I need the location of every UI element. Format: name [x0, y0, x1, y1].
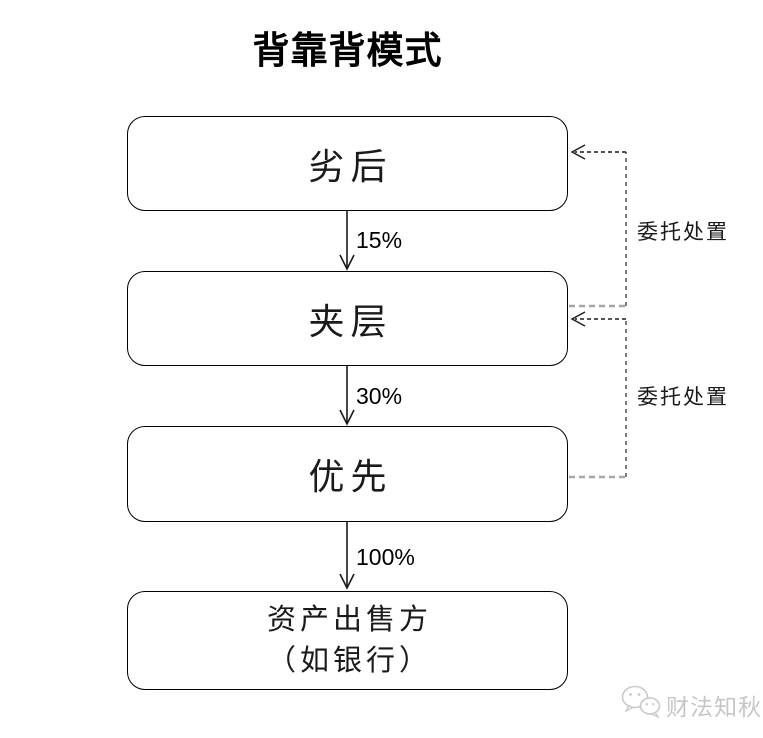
node-lie-hou: 劣后 [127, 116, 568, 211]
node-lie-hou-label: 劣后 [308, 146, 393, 187]
flow-arrow-2-label: 30% [356, 383, 403, 409]
flow-arrow-3-label: 100% [356, 544, 415, 570]
node-asset-seller-label-line1: 资产出售方 [266, 603, 432, 636]
entrust-connector-1-label: 委托处置 [637, 220, 729, 244]
wechat-icon [620, 684, 662, 725]
node-jia-ceng: 夹层 [127, 271, 568, 366]
watermark-text: 财法知秋 [666, 693, 762, 720]
flow-arrow-1 [339, 211, 355, 271]
node-jia-ceng-label: 夹层 [308, 301, 393, 342]
node-you-xian-label: 优先 [308, 457, 393, 497]
flow-arrow-2 [339, 366, 355, 426]
entrust-connector-2 [569, 311, 627, 479]
flow-arrow-3 [339, 522, 355, 590]
entrust-connector-1 [569, 144, 627, 308]
diagram-title: 背靠背模式 [252, 30, 443, 71]
node-asset-seller: 资产出售方 （如银行） [127, 591, 568, 690]
flow-arrow-1-label: 15% [356, 227, 403, 253]
entrust-connector-2-label: 委托处置 [637, 385, 729, 409]
watermark: 财法知秋 [620, 684, 762, 725]
node-you-xian: 优先 [127, 426, 568, 522]
node-asset-seller-label-line2: （如银行） [266, 644, 432, 677]
